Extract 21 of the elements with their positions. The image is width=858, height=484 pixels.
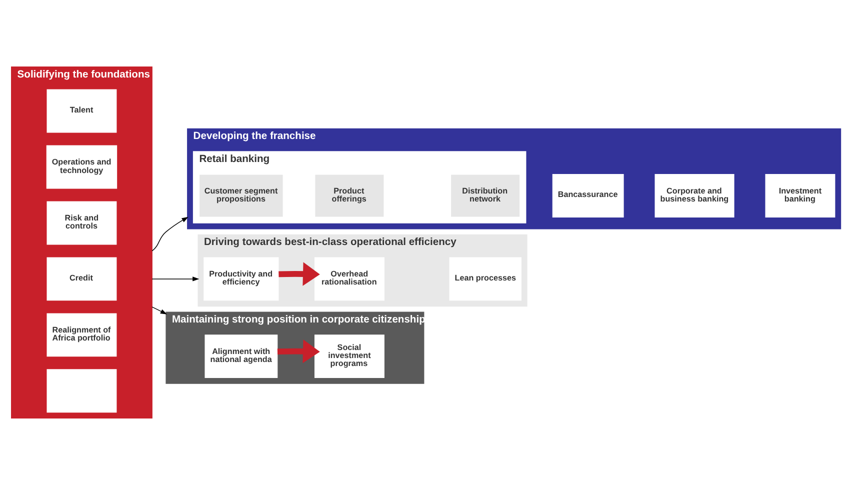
node-box: Operations and technology	[46, 144, 118, 188]
node-box: Realignment of Africa portfolio	[46, 312, 117, 356]
node-box: Productivity and efficiency	[204, 256, 279, 300]
node-box: Corporate and business banking	[654, 174, 734, 217]
node-box: Bancassurance	[552, 174, 624, 217]
arrow	[278, 262, 320, 286]
node-box: Risk and controls	[46, 200, 117, 244]
arrow	[152, 216, 188, 251]
node-box: Investment banking	[765, 174, 836, 217]
node-box: Alignment with national agenda	[204, 334, 278, 378]
arrow	[152, 306, 168, 314]
node-box	[46, 368, 117, 412]
node-box: Credit	[46, 256, 117, 300]
arrow	[152, 276, 200, 281]
node-box: Overhead rationalisation	[314, 256, 384, 300]
node-box: Product offerings	[314, 174, 384, 217]
node-box: Social investment programs	[314, 334, 384, 378]
node-box: Customer segment propositions	[198, 174, 284, 217]
arrow	[277, 339, 320, 363]
node-box: Talent	[46, 88, 117, 132]
node-box: Distribution network	[450, 174, 520, 217]
